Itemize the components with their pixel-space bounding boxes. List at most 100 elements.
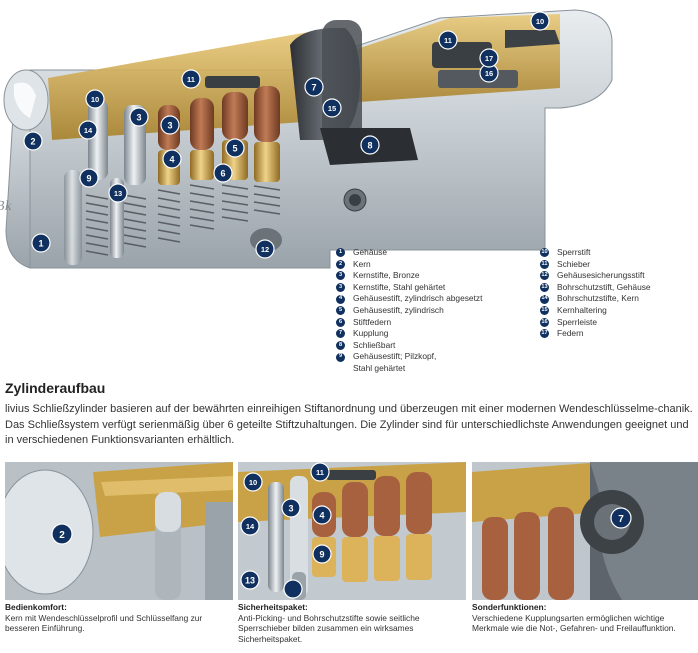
brand-mark: Bk: [0, 198, 14, 214]
svg-text:3: 3: [167, 121, 172, 131]
legend-label: Kern: [353, 258, 371, 269]
svg-text:15: 15: [328, 104, 336, 113]
caption-sicherheitspaket: Sicherheitspaket: Anti-Picking- und Bohr…: [238, 602, 466, 644]
marker-10-left: 10: [85, 89, 105, 109]
marker-12: 12: [255, 239, 275, 259]
legend-item: 14 Bohrschutzstifte, Kern: [540, 293, 651, 305]
legend-label: Kupplung: [353, 328, 389, 339]
legend-badge: 7: [336, 329, 345, 339]
legend-label: Sperrstift: [557, 247, 591, 257]
legend-label: Gehäusestift; Pilzkopf,: [353, 351, 437, 362]
legend-label: Stiftfedern: [353, 316, 392, 327]
caption-bedienkomfort: Bedienkomfort: Kern mit Wendeschlüsselpr…: [5, 602, 233, 634]
legend-badge: 5: [336, 306, 345, 316]
marker-6: 6: [213, 163, 233, 183]
legend-item: 2 Kern: [336, 259, 482, 271]
caption-text: Kern mit Wendeschlüsselprofil und Schlüs…: [5, 612, 203, 634]
hero-markers: 1 2 3 3 4 5 6 7 8 9 10 10 11 11 12 13 14…: [23, 11, 550, 259]
legend-badge: 4: [336, 294, 345, 304]
legend-item: 3 Kernstifte, Stahl gehärtet: [336, 282, 482, 294]
caption-title: Bedienkomfort:: [5, 602, 67, 612]
svg-text:16: 16: [485, 69, 493, 78]
marker-8: 8: [360, 135, 380, 155]
legend-badge: 11: [540, 259, 549, 269]
marker-17: 17: [479, 48, 499, 68]
legend-item: 9 Gehäusestift; Pilzkopf,: [336, 351, 482, 363]
thumb-pins-illustration: 10 11 14 3 4 9 13: [238, 462, 466, 600]
thumb-marker: 7: [618, 514, 624, 525]
thumb-marker: 3: [288, 504, 293, 514]
intro-paragraph: livius Schließzylinder basieren auf der …: [5, 403, 693, 446]
legend-item: 15 Kernhaltering: [540, 305, 651, 317]
legend-label: Kernstifte, Stahl gehärtet: [353, 281, 446, 292]
thumb-marker: 9: [319, 550, 324, 560]
legend-item: 7 Kupplung: [336, 328, 482, 340]
svg-text:3: 3: [136, 113, 141, 123]
legend-label: Gehäuse: [353, 247, 387, 257]
legend-item: 11 Schieber: [540, 259, 651, 271]
thumb-coupling-illustration: 7: [472, 462, 698, 600]
svg-text:13: 13: [114, 189, 122, 198]
svg-text:8: 8: [367, 141, 372, 151]
thumb-marker: 13: [245, 576, 255, 586]
legend-badge: 15: [540, 306, 549, 316]
thumb-marker: 4: [319, 511, 324, 521]
caption-sonderfunktionen: Sonderfunktionen: Verschiedene Kupplungs…: [472, 602, 698, 634]
marker-3-left: 3: [129, 107, 149, 127]
legend-label: Gehäusestift, zylindrisch abgesetzt: [353, 293, 483, 304]
svg-text:10: 10: [91, 95, 99, 104]
marker-11-right: 11: [438, 30, 458, 50]
legend-item: 13 Bohrschutzstift, Gehäuse: [540, 282, 651, 294]
marker-4: 4: [162, 149, 182, 169]
legend-badge: 3: [336, 271, 345, 281]
marker-3-right: 3: [160, 115, 180, 135]
marker-9: 9: [79, 168, 99, 188]
thumb-marker: 14: [246, 522, 255, 531]
marker-2: 2: [23, 131, 43, 151]
svg-text:14: 14: [84, 126, 93, 135]
thumb-keyway-illustration: 2: [5, 462, 233, 600]
legend-badge: 13: [540, 283, 549, 293]
legend-badge: 2: [336, 259, 345, 269]
legend-item: 4 Gehäusestift, zylindrisch abgesetzt: [336, 293, 482, 305]
legend-label: Gehäusestift, zylindrisch: [353, 304, 444, 315]
svg-text:1: 1: [38, 239, 43, 249]
section-title: Zylinderaufbau: [5, 380, 106, 396]
caption-title: Sicherheitspaket:: [238, 602, 308, 612]
marker-10-right: 10: [530, 11, 550, 31]
svg-text:4: 4: [169, 155, 174, 165]
thumb-marker: 2: [59, 530, 65, 541]
marker-13: 13: [108, 183, 128, 203]
legend-item: 10 Sperrstift: [540, 247, 651, 259]
legend-label: Federn: [557, 328, 584, 339]
caption-text: Anti-Picking- und Bohrschutzstifte sowie…: [238, 612, 420, 644]
legend-badge: 8: [336, 341, 345, 351]
legend-label: Bohrschutzstift, Gehäuse: [557, 281, 651, 292]
legend-badge: 14: [540, 294, 549, 304]
legend-label: Kernhaltering: [557, 304, 607, 315]
thumb-bedienkomfort: 2: [5, 462, 233, 600]
legend-label: Schieber: [557, 258, 591, 269]
legend-label: Bohrschutzstifte, Kern: [557, 293, 639, 304]
legend-label: Kernstifte, Bronze: [353, 270, 420, 281]
svg-text:6: 6: [220, 169, 225, 179]
svg-text:7: 7: [311, 83, 316, 93]
cylinder-cutaway-illustration: Bk 1 2 3 3 4 5 6 7 8 9 10 10 11 11 12 13…: [0, 9, 613, 269]
legend-item: 3 Kernstifte, Bronze: [336, 270, 482, 282]
svg-text:12: 12: [261, 245, 269, 254]
legend-badge: 10: [540, 248, 549, 258]
svg-text:11: 11: [444, 36, 452, 45]
marker-11-left: 11: [181, 69, 201, 89]
marker-14: 14: [78, 120, 98, 140]
thumb-marker: 10: [249, 478, 257, 487]
legend-badge: 3: [336, 283, 345, 293]
legend-label: Gehäusesicherungsstift: [557, 270, 645, 281]
marker-1: 1: [31, 233, 51, 253]
legend-badge: 9: [336, 352, 345, 362]
legend-label: Sperrleiste: [557, 316, 598, 327]
